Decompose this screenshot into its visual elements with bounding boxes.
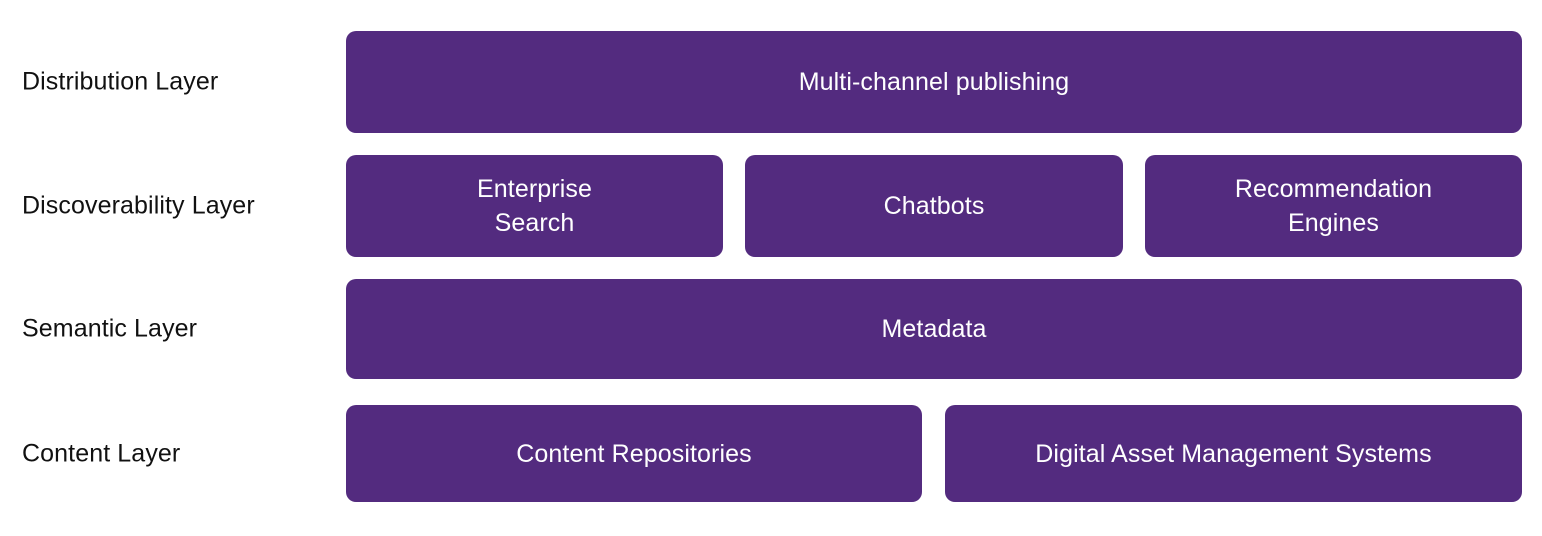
layer-row-distribution: Distribution Layer Multi-channel publish… bbox=[0, 31, 1542, 133]
box-label-chatbots: Chatbots bbox=[883, 192, 985, 220]
box-metadata[interactable]: Metadata bbox=[346, 279, 1522, 379]
box-chatbots[interactable]: Chatbots bbox=[745, 155, 1123, 257]
layer-label-discoverability: Discoverability Layer bbox=[22, 191, 255, 220]
box-label-enterprise-search: Enterprise Search bbox=[477, 175, 592, 237]
layer-label-distribution: Distribution Layer bbox=[22, 67, 219, 96]
box-content-repositories[interactable]: Content Repositories bbox=[346, 405, 922, 502]
layer-row-semantic: Semantic Layer Metadata bbox=[0, 279, 1542, 379]
box-label-multi-channel-publishing: Multi-channel publishing bbox=[798, 68, 1070, 96]
box-digital-asset-management-systems[interactable]: Digital Asset Management Systems bbox=[945, 405, 1522, 502]
box-label-digital-asset-management-systems: Digital Asset Management Systems bbox=[1035, 439, 1432, 468]
box-label-recommendation-engines: Recommendation Engines bbox=[1234, 175, 1433, 237]
box-label-content-repositories: Content Repositories bbox=[516, 439, 752, 468]
layer-row-content: Content Layer Content Repositories Digit… bbox=[0, 405, 1542, 502]
box-label-metadata: Metadata bbox=[881, 315, 987, 343]
layer-label-semantic: Semantic Layer bbox=[22, 314, 198, 343]
box-enterprise-search[interactable]: Enterprise Search bbox=[346, 155, 723, 257]
box-recommendation-engines[interactable]: Recommendation Engines bbox=[1145, 155, 1522, 257]
layer-label-content: Content Layer bbox=[22, 439, 181, 468]
box-multi-channel-publishing[interactable]: Multi-channel publishing bbox=[346, 31, 1522, 133]
layer-row-discoverability: Discoverability Layer Enterprise Search … bbox=[0, 155, 1542, 257]
